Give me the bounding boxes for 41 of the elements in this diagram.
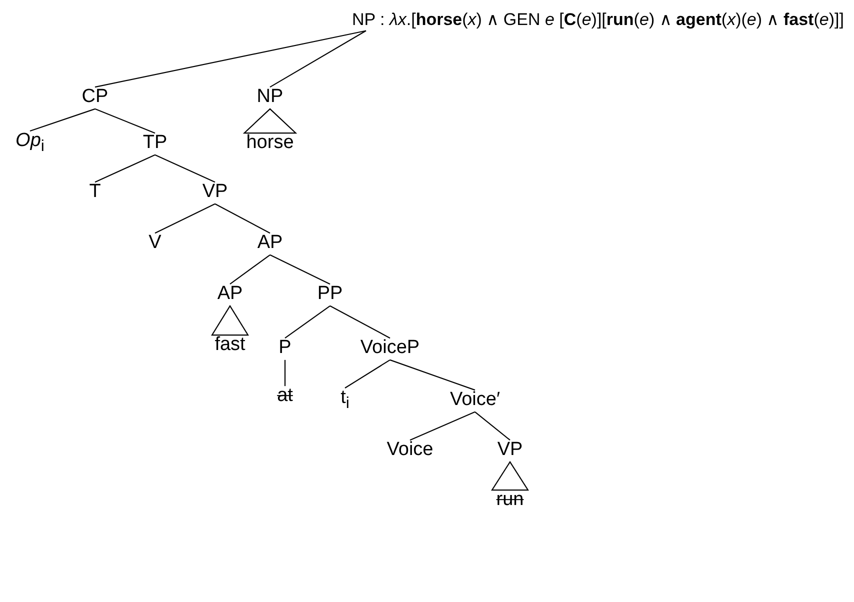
branch-line: [30, 108, 96, 132]
category-label: AP: [217, 283, 243, 305]
trace-label: t$_{i}$: [340, 387, 350, 413]
category-label: P: [278, 337, 292, 359]
branch-line: [284, 305, 330, 339]
category-label: CP: [82, 86, 108, 108]
trace-operator-label: Op$_{i}$: [16, 130, 44, 156]
branch-line: [94, 154, 156, 183]
category-label: Voice′: [450, 389, 500, 411]
branch-line: [94, 108, 156, 134]
branch-line: [330, 305, 390, 339]
branch-line: [154, 203, 216, 234]
branch-line: [214, 203, 270, 234]
category-label: PP: [317, 283, 343, 305]
branch-line: [270, 30, 366, 88]
branch-line: [284, 360, 286, 386]
category-label: T: [89, 181, 101, 203]
branch-line: [270, 254, 330, 285]
triangle-roof: [242, 108, 298, 134]
branch-line: [344, 359, 390, 388]
category-label: TP: [142, 132, 168, 154]
triangle-roof: [211, 304, 249, 336]
category-label: VP: [497, 439, 523, 461]
word-label: horse: [246, 132, 294, 154]
word-label: fast: [214, 334, 246, 356]
category-label: V: [148, 232, 162, 254]
deleted-word-label: at: [277, 385, 293, 407]
branch-line: [94, 30, 366, 88]
category-label: VoiceP: [360, 337, 420, 359]
category-label: Voice: [386, 439, 434, 461]
semantic-formula: NP : λx.[horse(x) ∧ GEN e [C(e)][run(e) ∧ agent(x)(e) ∧ fast(e)]]: [352, 10, 844, 30]
triangle-roof: [491, 460, 529, 491]
category-label: VP: [202, 181, 228, 203]
branch-line: [410, 411, 476, 441]
branch-line: [390, 359, 476, 391]
category-label: AP: [257, 232, 283, 254]
branch-line: [230, 254, 270, 285]
category-label: NP: [256, 86, 284, 108]
branch-line: [154, 154, 216, 183]
branch-line: [474, 412, 510, 440]
deleted-word-label: run: [496, 489, 524, 511]
